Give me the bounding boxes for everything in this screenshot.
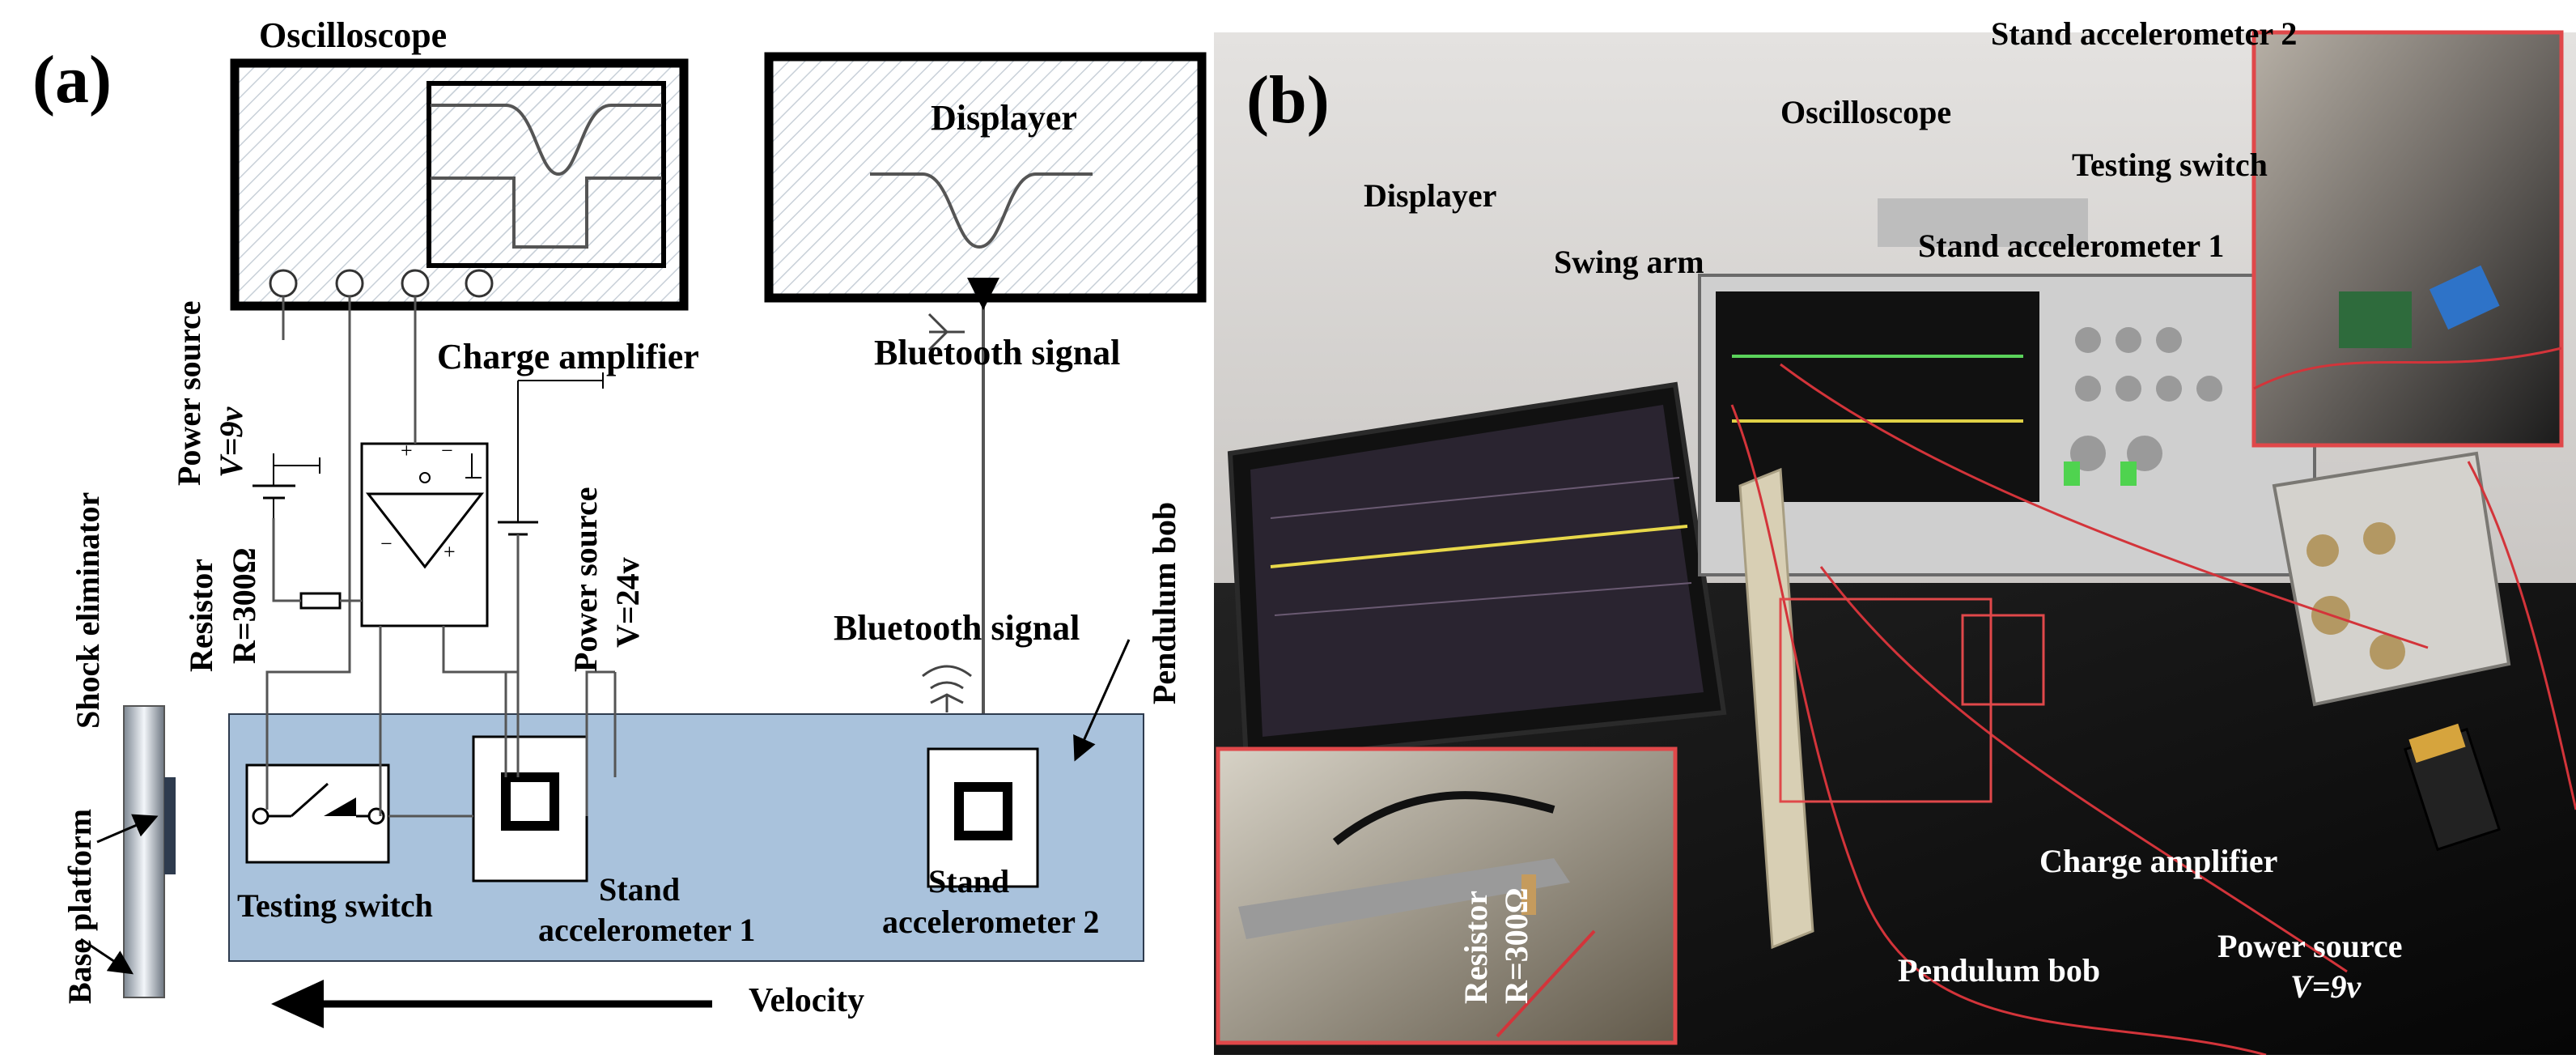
power-source-24v-value: V=24v bbox=[609, 557, 646, 648]
shock-eliminator-label: Shock eliminator bbox=[70, 491, 106, 729]
stand-accelerometer-2 bbox=[927, 747, 1039, 888]
base-platform bbox=[123, 705, 176, 998]
pendulum-bob-highlight bbox=[1779, 598, 1992, 803]
stand-acc1-line1: Stand bbox=[599, 871, 681, 908]
inset-stand-accelerometer-2 bbox=[2251, 30, 2564, 448]
tablet-displayer bbox=[1227, 381, 1727, 764]
shock-eliminator-pointer bbox=[96, 814, 159, 844]
osc-knob-4 bbox=[465, 269, 494, 298]
charge-amplifier: + − − + bbox=[360, 439, 489, 627]
resistor-title: Resistor bbox=[183, 559, 219, 672]
testing-switch-label: Testing switch bbox=[237, 887, 433, 924]
power-source-photo-title: Power source bbox=[2217, 928, 2403, 964]
schematic-drawing: + − − + bbox=[80, 52, 1207, 1028]
base-platform-label: Base platform bbox=[62, 808, 98, 1004]
svg-text:−: − bbox=[380, 532, 393, 555]
oscilloscope-label: Oscilloscope bbox=[259, 15, 448, 55]
displayer-box bbox=[764, 52, 1207, 303]
swing-arm-board bbox=[1738, 467, 1814, 950]
charge-amplifier-box bbox=[2272, 451, 2511, 707]
charge-amplifier-label: Charge amplifier bbox=[437, 337, 699, 376]
power-source-9v-title: Power source bbox=[171, 300, 207, 486]
panel-a-label: (a) bbox=[32, 42, 112, 117]
wiring bbox=[265, 296, 617, 818]
battery-9v bbox=[2403, 723, 2502, 852]
displayer-label: Displayer bbox=[931, 98, 1077, 138]
power-source-9v-value: V=9v bbox=[213, 406, 249, 478]
velocity-label: Velocity bbox=[749, 982, 865, 1019]
bluetooth-link bbox=[922, 278, 999, 755]
power-source-24v-title: Power source bbox=[567, 487, 604, 672]
stand-accelerometer-2-label: Stand accelerometer 2 bbox=[1991, 15, 2298, 52]
resistor-highlight bbox=[1961, 614, 2045, 706]
bluetooth-signal-mid: Bluetooth signal bbox=[834, 608, 1080, 648]
base-platform-pointer bbox=[80, 938, 134, 975]
charge-amplifier-photo-label: Charge amplifier bbox=[2039, 843, 2278, 879]
testing-switch bbox=[245, 763, 390, 864]
photo-reconstruction bbox=[1214, 30, 2576, 1057]
osc-knob-1 bbox=[269, 269, 298, 298]
panel-a-schematic: + − − + bbox=[0, 0, 1214, 1055]
power-source-photo-value: V=9v bbox=[2290, 968, 2362, 1005]
stand-acc2-line2: accelerometer 2 bbox=[882, 904, 1100, 940]
testing-switch-photo-label: Testing switch bbox=[2072, 147, 2268, 183]
stand-accelerometer-1-label: Stand accelerometer 1 bbox=[1918, 228, 2225, 264]
red-wires bbox=[1730, 363, 2576, 1057]
resistor-value: R=300Ω bbox=[226, 547, 262, 664]
displayer-photo-label: Displayer bbox=[1364, 177, 1497, 214]
panel-b-photo: (b) Stand accelerometer 2 Oscilloscope T… bbox=[1214, 0, 2576, 1057]
stand-accelerometer-1 bbox=[472, 735, 588, 882]
oscilloscope-photo-label: Oscilloscope bbox=[1780, 94, 1952, 130]
pendulum-bob-label: Pendulum bob bbox=[1146, 501, 1182, 704]
stand-acc2-line1: Stand bbox=[928, 863, 1010, 900]
inset-resistor bbox=[1216, 746, 1678, 1045]
stand-acc1-line2: accelerometer 1 bbox=[538, 912, 756, 948]
osc-knob-3 bbox=[401, 269, 430, 298]
resistor-symbol bbox=[299, 592, 342, 610]
svg-text:−: − bbox=[441, 439, 453, 462]
oscilloscope-instrument bbox=[1698, 198, 2316, 576]
svg-text:+: + bbox=[443, 540, 456, 564]
resistor-photo-title: Resistor bbox=[1458, 891, 1494, 1004]
resistor-photo-value: R=300Ω bbox=[1498, 887, 1534, 1004]
svg-text:+: + bbox=[401, 439, 413, 462]
swing-arm-label: Swing arm bbox=[1554, 244, 1704, 280]
osc-knob-2 bbox=[335, 269, 364, 298]
pendulum-bob-photo-label: Pendulum bob bbox=[1898, 952, 2101, 989]
power-source-24v bbox=[498, 372, 604, 536]
panel-b-label: (b) bbox=[1246, 62, 1330, 138]
bluetooth-signal-top: Bluetooth signal bbox=[874, 333, 1121, 372]
velocity-arrow bbox=[271, 980, 712, 1028]
power-source-9v bbox=[253, 453, 320, 518]
oscilloscope-box bbox=[230, 58, 689, 311]
pendulum-bob-pointer bbox=[1073, 639, 1131, 762]
